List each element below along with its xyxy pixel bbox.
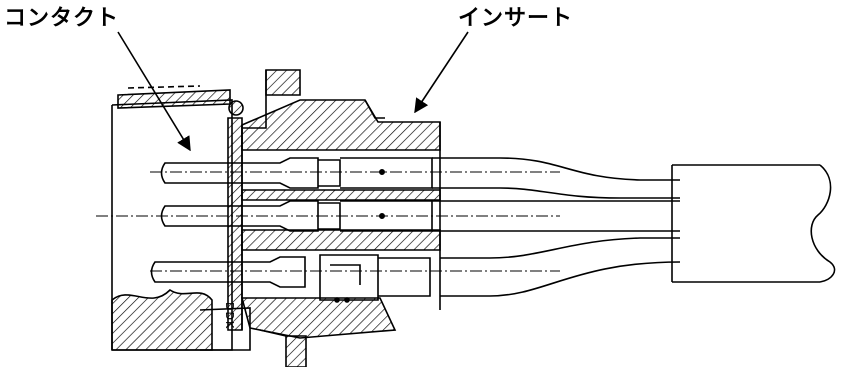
contact-label: コンタクト [4, 6, 120, 31]
ddk-marking: DDK [223, 302, 236, 329]
insert-body [240, 99, 441, 339]
contact-leader-arrow [117, 31, 191, 152]
insert-leader-arrow [414, 31, 469, 114]
retaining-ring [228, 100, 244, 116]
flange-plate [227, 69, 307, 367]
outer-shell [111, 85, 251, 351]
contact-pin-lower [150, 254, 431, 303]
contact-pin-upper [160, 157, 433, 189]
cable-jacket [671, 164, 836, 283]
center-lines [96, 171, 560, 272]
insert-label: インサート [458, 6, 574, 31]
wire-bundle [432, 157, 681, 297]
